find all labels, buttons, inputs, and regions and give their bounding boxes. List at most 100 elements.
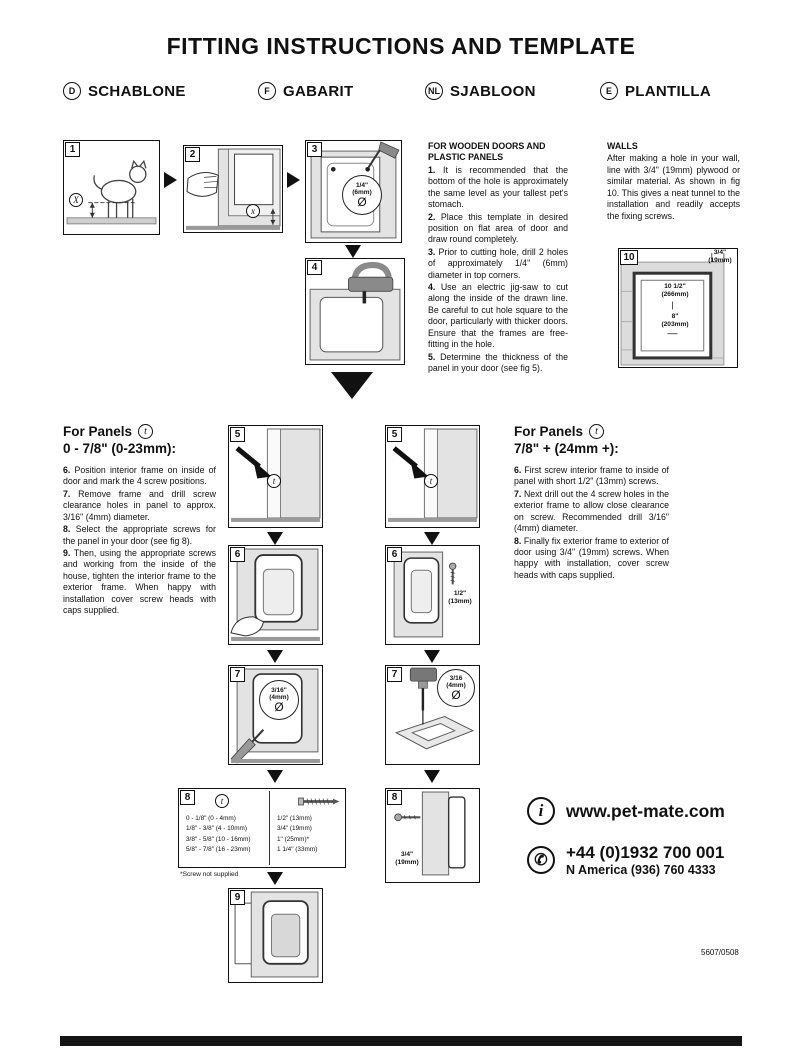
step-number: 2. bbox=[428, 211, 436, 222]
step-text: Position interior frame on inside of doo… bbox=[63, 465, 216, 487]
panel-range-cell: 5/8" - 7/8" (16 - 23mm) bbox=[186, 846, 251, 854]
dimension-size: 3/4" bbox=[713, 249, 727, 256]
drill-frame-illustration bbox=[394, 667, 475, 750]
language-item-sjabloon: NL SJABLOON bbox=[425, 82, 536, 100]
thickness-marker-icon: t bbox=[215, 794, 229, 808]
step-text: It is recommended that the bottom of the… bbox=[428, 164, 568, 210]
figure-9-finished-installation: 9 bbox=[228, 888, 323, 983]
language-label: PLANTILLA bbox=[625, 82, 712, 100]
phone-na: N America (936) 760 4333 bbox=[566, 862, 716, 877]
table-row: 3/8" - 5/8" (10 - 16mm) 1" (25mm)* bbox=[179, 835, 345, 845]
flow-arrow-right-icon bbox=[164, 172, 177, 188]
page-title: FITTING INSTRUCTIONS AND TEMPLATE bbox=[166, 33, 636, 59]
thickness-marker-icon: t bbox=[589, 424, 605, 439]
flow-arrow-down-icon bbox=[345, 245, 361, 258]
phone-icon: ✆ bbox=[527, 846, 555, 875]
plywood-depth-dimension: 3/4" (19mm) bbox=[703, 249, 737, 265]
flow-arrow-down-icon bbox=[424, 532, 440, 545]
callout-mm: (4mm) bbox=[269, 694, 289, 701]
flow-arrow-right-icon bbox=[287, 172, 300, 188]
walls-text: After making a hole in your wall, line w… bbox=[607, 153, 740, 221]
instruction-step: 1. It is recommended that the bottom of … bbox=[428, 165, 568, 211]
tunnel-width-dimension: 8" (203mm) bbox=[644, 313, 706, 329]
figure-6-left-position-frame: 6 bbox=[228, 545, 323, 645]
panel-range-cell: 3/8" - 5/8" (10 - 16mm) bbox=[186, 835, 251, 843]
flow-arrow-down-icon bbox=[267, 650, 283, 663]
step-number: 7. bbox=[514, 488, 522, 499]
website-row: i www.pet-mate.com bbox=[527, 797, 725, 825]
fix-frame-illustration bbox=[394, 791, 466, 876]
position-frame-illustration bbox=[230, 548, 320, 641]
figure-number: 6 bbox=[230, 547, 245, 562]
flow-arrow-down-icon bbox=[424, 650, 440, 663]
dimension-mm: (19mm) bbox=[708, 256, 732, 264]
phone-uk: +44 (0)1932 700 001 bbox=[566, 843, 725, 862]
screw-icon bbox=[298, 797, 340, 806]
table-row: 1/8" - 3/8" (4 - 10mm) 3/4" (19mm) bbox=[179, 824, 345, 834]
step-number: 7. bbox=[63, 488, 71, 499]
info-glyph: i bbox=[538, 801, 544, 820]
table-header: t bbox=[179, 792, 345, 812]
instruction-step: 3. Prior to cutting hole, drill 2 holes … bbox=[428, 247, 568, 281]
panel-edge-illustration bbox=[231, 428, 321, 522]
step-text: Place this template in desired position … bbox=[428, 211, 568, 245]
drill-size-callout: 1/4" (6mm) Ø bbox=[342, 175, 382, 215]
figure-4-jigsaw-cut: 4 bbox=[305, 258, 405, 365]
flow-arrow-down-icon bbox=[267, 770, 283, 783]
step-number: 5. bbox=[428, 351, 436, 362]
flow-arrow-down-icon bbox=[424, 770, 440, 783]
diameter-symbol: Ø bbox=[274, 700, 284, 715]
info-icon: i bbox=[527, 797, 555, 825]
language-item-gabarit: F GABARIT bbox=[258, 82, 353, 100]
panels-thin-range: 0 - 7/8" (0-23mm): bbox=[63, 441, 176, 456]
figure-1-pet-height: 1 X bbox=[63, 140, 160, 235]
callout-size: 3/16" bbox=[271, 686, 287, 694]
figure-number: 5 bbox=[230, 427, 245, 442]
footer-bar bbox=[60, 1036, 742, 1046]
figure-7-left-drill-clearance: 7 3/16" (4mm) Ø bbox=[228, 665, 323, 765]
dimension-mm: (203mm) bbox=[661, 320, 689, 328]
step-text: Determine the thickness of the panel in … bbox=[428, 351, 568, 374]
height-marker: x bbox=[246, 204, 260, 218]
figure-number: 7 bbox=[387, 667, 402, 682]
drill-size-callout: 3/16 (4mm) Ø bbox=[437, 669, 475, 707]
instruction-step: 5. Determine the thickness of the panel … bbox=[428, 352, 568, 375]
figure-5-left-panel-thickness: 5 t bbox=[228, 425, 323, 528]
section-heading: FOR WOODEN DOORS AND PLASTIC PANELS bbox=[428, 141, 546, 163]
step-number: 1. bbox=[428, 164, 436, 175]
instruction-step: 6. Position interior frame on inside of … bbox=[63, 465, 216, 488]
panels-thin-heading: For Panels t bbox=[63, 424, 216, 439]
figure-number: 8 bbox=[180, 790, 195, 805]
step-number: 8. bbox=[514, 535, 522, 546]
step-number: 4. bbox=[428, 282, 436, 293]
dimension-size: 8" bbox=[671, 313, 679, 320]
table-divider bbox=[269, 791, 270, 865]
step-text: Finally fix exterior frame to exterior o… bbox=[514, 535, 669, 580]
step-text: Select the appropriate screws for the pa… bbox=[63, 524, 216, 546]
phone-glyph: ✆ bbox=[534, 852, 548, 870]
dimension-size: 3/4" bbox=[400, 851, 414, 858]
diameter-symbol: Ø bbox=[357, 195, 367, 210]
panel-range-cell: 1/8" - 3/8" (4 - 10mm) bbox=[186, 825, 248, 833]
thickness-marker: t bbox=[267, 474, 281, 488]
height-marker: X bbox=[69, 193, 83, 207]
tunnel-height-dimension: 10 1/2" (266mm) bbox=[644, 283, 706, 299]
wooden-doors-instructions: FOR WOODEN DOORS AND PLASTIC PANELS 1. I… bbox=[428, 141, 568, 375]
instruction-step: 7. Next drill out the 4 screw holes in t… bbox=[514, 489, 669, 535]
figure-number: 7 bbox=[230, 667, 245, 682]
language-item-schablone: D SCHABLONE bbox=[63, 82, 186, 100]
table-row: 5/8" - 7/8" (16 - 23mm) 1 1/4" (33mm) bbox=[179, 845, 345, 855]
step-text: Use an electric jig-saw to cut along the… bbox=[428, 282, 568, 350]
template-on-door-illustration bbox=[186, 148, 281, 230]
short-screw-illustration bbox=[393, 551, 457, 638]
panels-thin-steps: 6. Position interior frame on inside of … bbox=[63, 465, 216, 616]
thickness-marker-icon: t bbox=[138, 424, 154, 439]
screw-size-cell: 1 1/4" (33mm) bbox=[277, 846, 318, 854]
figure-number: 1 bbox=[65, 142, 80, 157]
walls-instructions: WALLS After making a hole in your wall, … bbox=[607, 141, 740, 223]
panels-thick-section: For Panels t 7/8" + (24mm +): 6. First s… bbox=[514, 424, 669, 582]
figure-number: 6 bbox=[387, 547, 402, 562]
heading-text: For Panels bbox=[514, 424, 584, 439]
screw-footnote: *Screw not supplied bbox=[180, 871, 239, 878]
figure-number: 5 bbox=[387, 427, 402, 442]
